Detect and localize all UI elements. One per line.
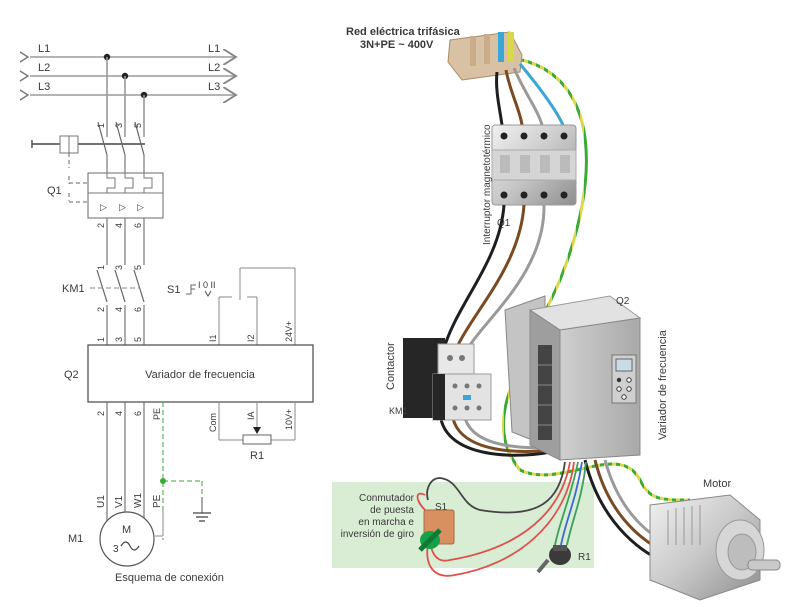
terminal-label: 5 [133, 337, 143, 342]
terminal-label: V1 [114, 495, 125, 508]
terminal-label: 2 [96, 223, 106, 228]
svg-text:▷: ▷ [137, 202, 144, 212]
terminal-label: Com [208, 413, 218, 432]
illustration: Red eléctrica trifásica 3N+PE ~ 400V Q1 … [332, 26, 781, 601]
s1-positions: I 0 II [198, 280, 216, 290]
switch-s1-symbol: S1 I 0 II [167, 267, 296, 345]
contactor-km1-symbol: KM1 1 3 5 2 4 6 [62, 265, 150, 312]
motor-symbol-phases: 3 [113, 544, 119, 555]
terminal-label: 1 [96, 123, 106, 128]
schematic: L1 L1 L2 L2 L3 L3 [19, 43, 314, 584]
svg-text:▷: ▷ [119, 202, 126, 212]
supply-wires [495, 58, 691, 502]
bus-line-l1: L1 L1 [19, 43, 236, 62]
supply-title: Red eléctrica trifásica [346, 26, 461, 38]
bus-label-right: L1 [208, 43, 220, 55]
terminal-label: 6 [133, 411, 143, 416]
bus-label-left: L2 [38, 62, 50, 74]
switch-caption-line: Conmutador [359, 493, 415, 504]
motor: Motor [649, 478, 781, 601]
terminal-label: PE [152, 494, 163, 508]
terminal-label: 4 [114, 411, 124, 416]
motor-caption: Motor [703, 478, 731, 490]
drive-q2-symbol: Variador de frecuencia Q2 1 3 5 I1 I2 24… [64, 321, 314, 432]
potentiometer-r1: R1 [536, 545, 591, 574]
drive-caption: Variador de frecuencia [657, 329, 669, 440]
drive-q2: Q2 Variador de frecuencia [504, 295, 669, 461]
svg-text:▷: ▷ [100, 202, 107, 212]
breaker-q1: Q1 Interruptor magnetotérmico [482, 124, 577, 245]
terminal-label: 24V+ [284, 321, 294, 342]
contactor-km1: Contactor KM1 [385, 338, 492, 421]
bus-line-l2: L2 L2 [19, 62, 236, 81]
terminal-label: 4 [114, 223, 124, 228]
q1-label: Q1 [47, 185, 62, 197]
contactor-label: KM1 [389, 406, 408, 416]
q2-label: Q2 [64, 369, 79, 381]
pe-earth-connection [160, 402, 211, 540]
switch-caption-line: en marcha e [358, 517, 414, 528]
terminal-label: IA [246, 411, 256, 420]
breaker-label: Q1 [497, 218, 511, 229]
terminal-label: 5 [133, 265, 143, 270]
schematic-title: Esquema de conexión [115, 572, 224, 584]
terminal-label: 3 [114, 337, 124, 342]
bus-label-left: L1 [38, 43, 50, 55]
motor-symbol-m: M [122, 524, 131, 536]
r1-label: R1 [250, 450, 264, 462]
terminal-label: 1 [96, 265, 106, 270]
switch-label: S1 [435, 502, 448, 513]
motor-m1-symbol: M 3 M1 U1 V1 W1 PE [68, 493, 164, 567]
breaker-q1-symbol: ▷ ▷ ▷ Q1 1 3 5 2 4 6 [31, 121, 164, 228]
terminal-label: 4 [114, 307, 124, 312]
terminal-label: 3 [114, 265, 124, 270]
supply-spec: 3N+PE ~ 400V [360, 39, 434, 51]
switch-s1: S1 Conmutador de puesta en marcha e inve… [341, 493, 455, 552]
supply-terminal-block: Red eléctrica trifásica 3N+PE ~ 400V [346, 26, 523, 81]
pot-label: R1 [578, 552, 591, 563]
contactor-caption: Contactor [385, 342, 397, 390]
breaker-caption: Interruptor magnetotérmico [482, 124, 493, 245]
bus-label-left: L3 [38, 81, 50, 93]
bus-lines: L1 L1 L2 L2 L3 L3 [19, 43, 236, 100]
drive-box-text: Variador de frecuencia [145, 369, 256, 381]
m1-label: M1 [68, 533, 83, 545]
terminal-label: 6 [133, 223, 143, 228]
terminal-label: 10V+ [284, 409, 294, 430]
switch-caption-line: inversión de giro [341, 529, 415, 540]
terminal-label: I2 [246, 334, 256, 342]
drive-label: Q2 [616, 296, 630, 307]
bus-label-right: L2 [208, 62, 220, 74]
terminal-label: 6 [133, 307, 143, 312]
pe-wire [501, 58, 691, 502]
terminal-label: W1 [133, 493, 144, 508]
switch-caption-line: de puesta [370, 505, 414, 516]
terminal-label: 2 [96, 307, 106, 312]
km1-label: KM1 [62, 283, 85, 295]
terminal-label: U1 [96, 495, 107, 508]
s1-label: S1 [167, 284, 180, 296]
terminal-label: 1 [96, 337, 106, 342]
terminal-label: 5 [133, 123, 143, 128]
terminal-label: PE [152, 408, 162, 420]
potentiometer-r1-symbol: R1 [218, 402, 296, 462]
terminal-label: 2 [96, 411, 106, 416]
terminal-label: I1 [208, 334, 218, 342]
bus-label-right: L3 [208, 81, 220, 93]
bus-line-l3: L3 L3 [19, 81, 236, 100]
terminal-label: 3 [114, 123, 124, 128]
